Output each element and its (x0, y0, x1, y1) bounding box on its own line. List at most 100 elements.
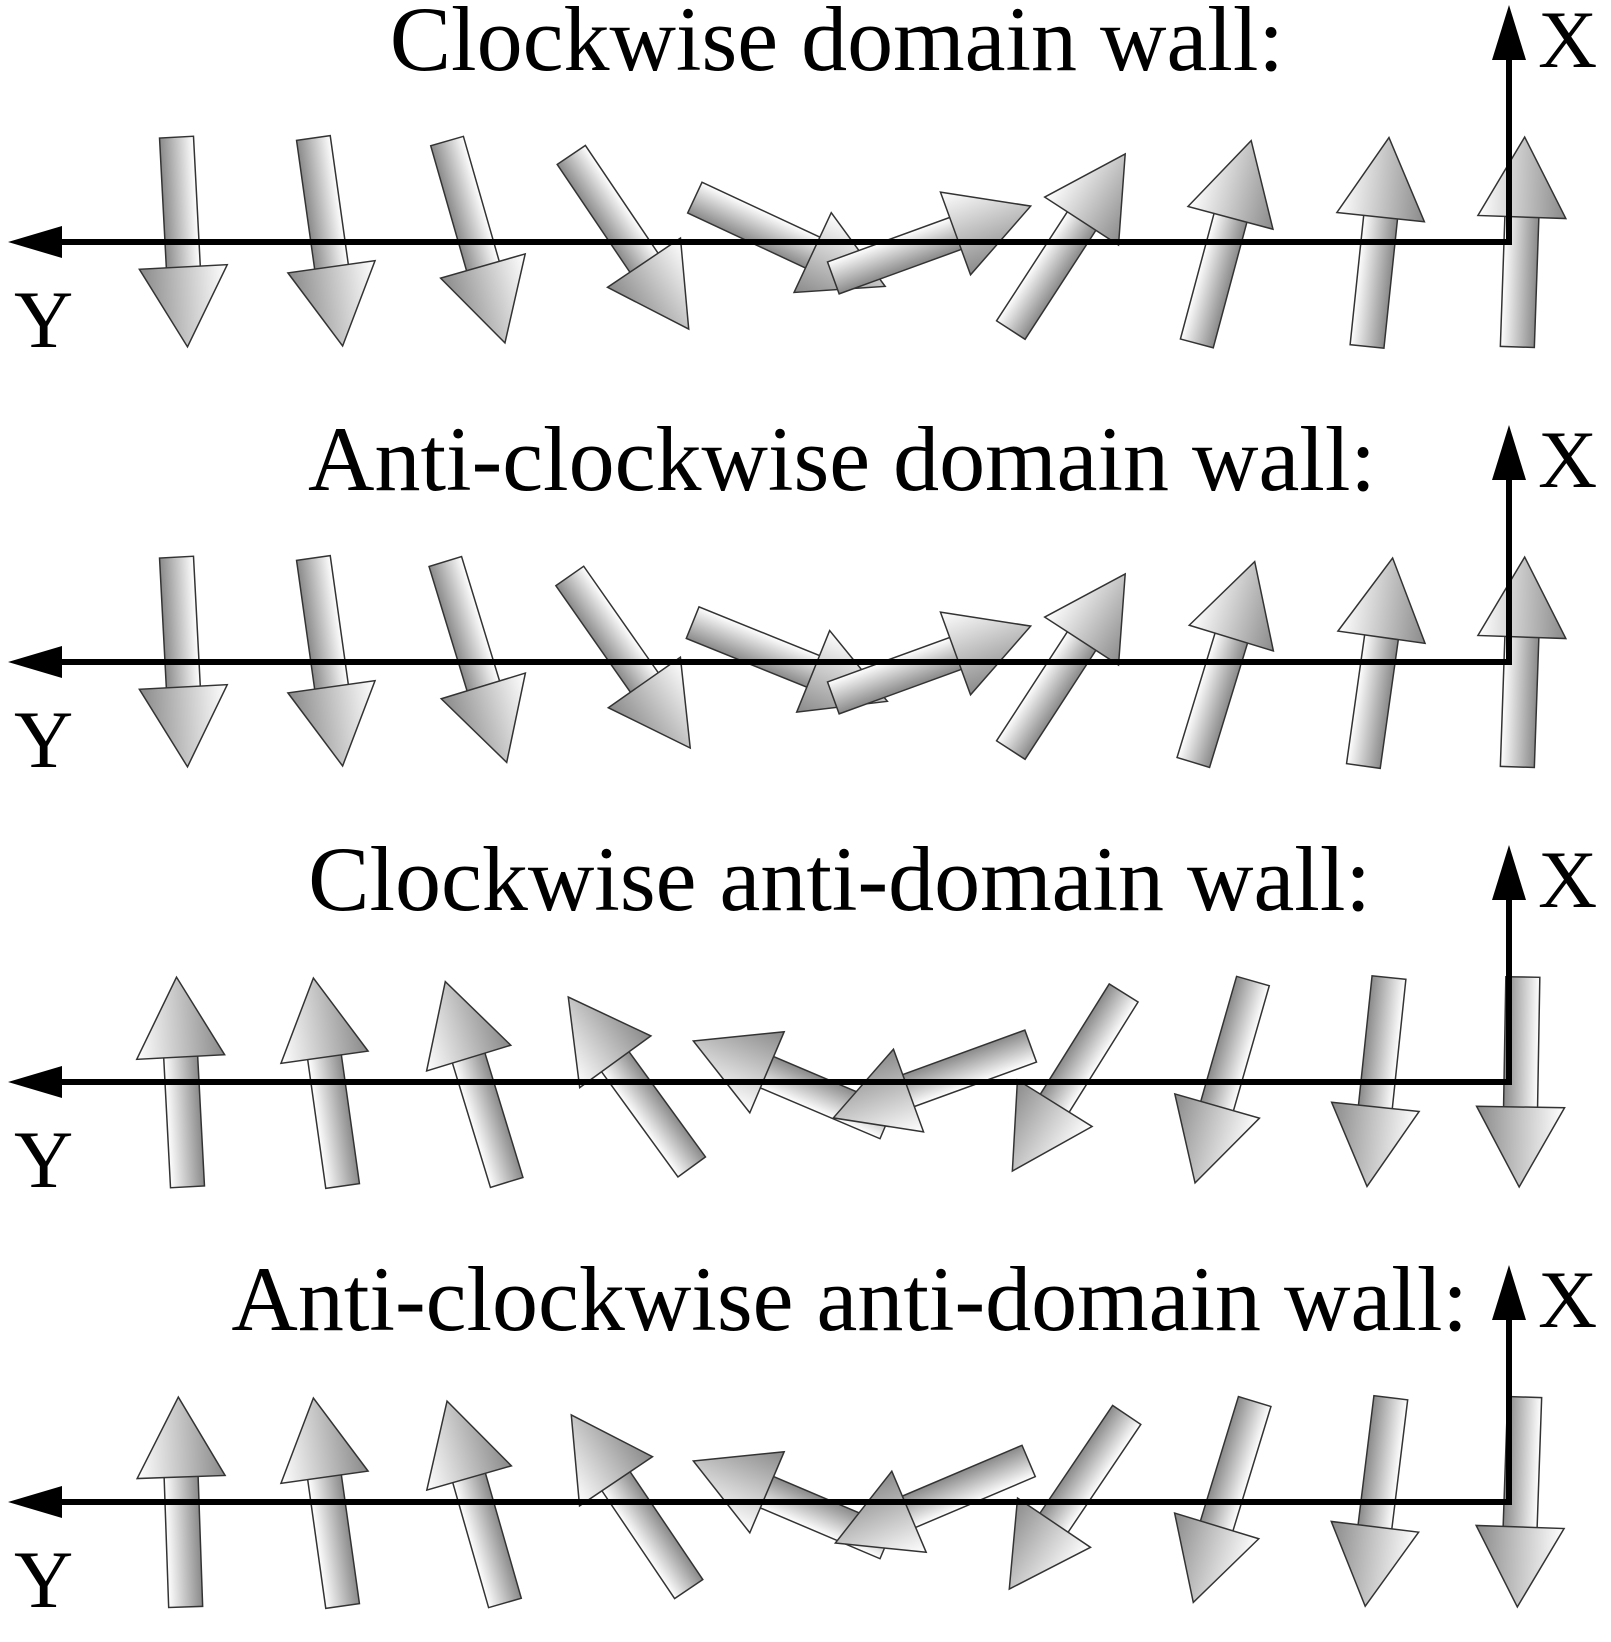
spin-head (567, 995, 653, 1089)
x-axis-label: X (1538, 834, 1597, 925)
spin-head (691, 1030, 786, 1115)
panel-2: Anti-clockwise domain wall: Y X (8, 408, 1597, 785)
spin-arrow (831, 1029, 1038, 1133)
spin-head (1474, 1524, 1566, 1609)
y-axis-label: Y (14, 694, 73, 785)
spin-arrow (135, 1395, 227, 1609)
spin-shaft (162, 1050, 206, 1189)
spin-shaft (1198, 975, 1271, 1117)
spin-shaft (450, 1047, 524, 1189)
spin-head (1043, 572, 1127, 667)
panel-title: Anti-clockwise domain wall: (308, 408, 1376, 510)
spin-shaft (306, 1469, 361, 1610)
spin-shaft (1345, 629, 1400, 770)
spin-head (606, 236, 690, 331)
spin-arrow (135, 975, 226, 1189)
x-axis-arrowhead (1492, 845, 1526, 900)
y-axis-arrowhead (8, 646, 62, 678)
spin-head (1330, 1101, 1421, 1188)
spin-shaft (1357, 974, 1407, 1115)
spin-shaft (598, 1466, 704, 1600)
spin-head (1187, 560, 1275, 653)
spin-shaft (295, 134, 350, 275)
panel-title: Clockwise anti-domain wall: (308, 828, 1371, 930)
spin-shaft (1179, 207, 1250, 349)
spin-head (691, 1450, 786, 1535)
spin-head (939, 611, 1033, 697)
spin-shaft (685, 605, 826, 690)
spin-shaft (686, 181, 826, 272)
spin-shaft (428, 555, 502, 697)
spin-head (135, 975, 226, 1061)
spin-shaft (158, 555, 202, 694)
spin-head (439, 671, 527, 764)
spin-head (425, 1399, 513, 1492)
x-axis-arrowhead (1492, 5, 1526, 60)
spin-head (135, 1395, 227, 1480)
spin-shaft (826, 214, 967, 295)
spin-shaft (1356, 1394, 1409, 1535)
spin-head (279, 1396, 370, 1485)
panel-1: Clockwise domain wall: Y X (8, 0, 1597, 365)
spin-shaft (163, 1470, 204, 1609)
y-axis-arrowhead (8, 1066, 62, 1098)
y-axis-arrowhead (8, 226, 62, 258)
spin-shaft (158, 135, 202, 274)
spin-shaft (306, 1049, 361, 1190)
x-axis-arrowhead (1492, 1265, 1526, 1320)
spin-head (1476, 135, 1568, 220)
y-axis-arrowhead (8, 1486, 62, 1518)
x-axis-label: X (1538, 0, 1597, 85)
x-axis-label: X (1538, 1254, 1597, 1345)
spin-head (1335, 136, 1426, 223)
spin-head (286, 259, 377, 348)
spin-shaft (556, 144, 662, 278)
spin-head (1476, 555, 1568, 640)
spin-shaft (554, 565, 663, 698)
spin-shaft (1036, 982, 1140, 1118)
spin-head (939, 191, 1033, 277)
spin-head (138, 683, 229, 769)
y-axis-label: Y (14, 1114, 73, 1205)
spin-shaft (295, 554, 350, 695)
spin-head (570, 1413, 654, 1508)
spin-shaft (1349, 209, 1399, 350)
spin-head (1336, 556, 1427, 645)
spin-head (439, 252, 527, 345)
x-axis-arrowhead (1492, 425, 1526, 480)
spin-shaft (826, 634, 967, 715)
spin-arrow (1474, 1395, 1566, 1609)
spin-arrow (138, 135, 229, 349)
spin-arrow (1476, 555, 1568, 769)
spin-head (286, 679, 377, 768)
spin-head (138, 263, 229, 349)
spin-shaft (597, 1046, 707, 1178)
spin-head (1043, 152, 1127, 247)
spin-arrow (138, 555, 229, 769)
panel-title: Clockwise domain wall: (390, 0, 1284, 90)
spin-head (1186, 139, 1275, 231)
spin-head (279, 976, 370, 1065)
spin-head (425, 980, 513, 1073)
spin-head (1173, 1511, 1261, 1604)
spin-head (1475, 1105, 1566, 1189)
spin-shaft (1036, 1404, 1142, 1538)
y-axis-label: Y (14, 274, 73, 365)
spin-shaft (450, 1467, 523, 1609)
panel-4: Anti-clockwise anti-domain wall: Y X (8, 1248, 1597, 1625)
spin-arrow (1475, 975, 1566, 1189)
spin-head (1330, 1520, 1420, 1608)
spin-head (833, 1469, 928, 1554)
panel-title: Anti-clockwise anti-domain wall: (231, 1248, 1468, 1350)
spin-head (1008, 1496, 1092, 1591)
spin-head (1011, 1078, 1094, 1173)
x-axis-label: X (1538, 414, 1597, 505)
spin-head (1173, 1092, 1261, 1185)
spin-shaft (429, 135, 502, 277)
y-axis-label: Y (14, 1534, 73, 1625)
spin-head (606, 655, 692, 750)
spin-shaft (896, 1444, 1037, 1531)
panel-3: Clockwise anti-domain wall: Y X (8, 828, 1597, 1205)
